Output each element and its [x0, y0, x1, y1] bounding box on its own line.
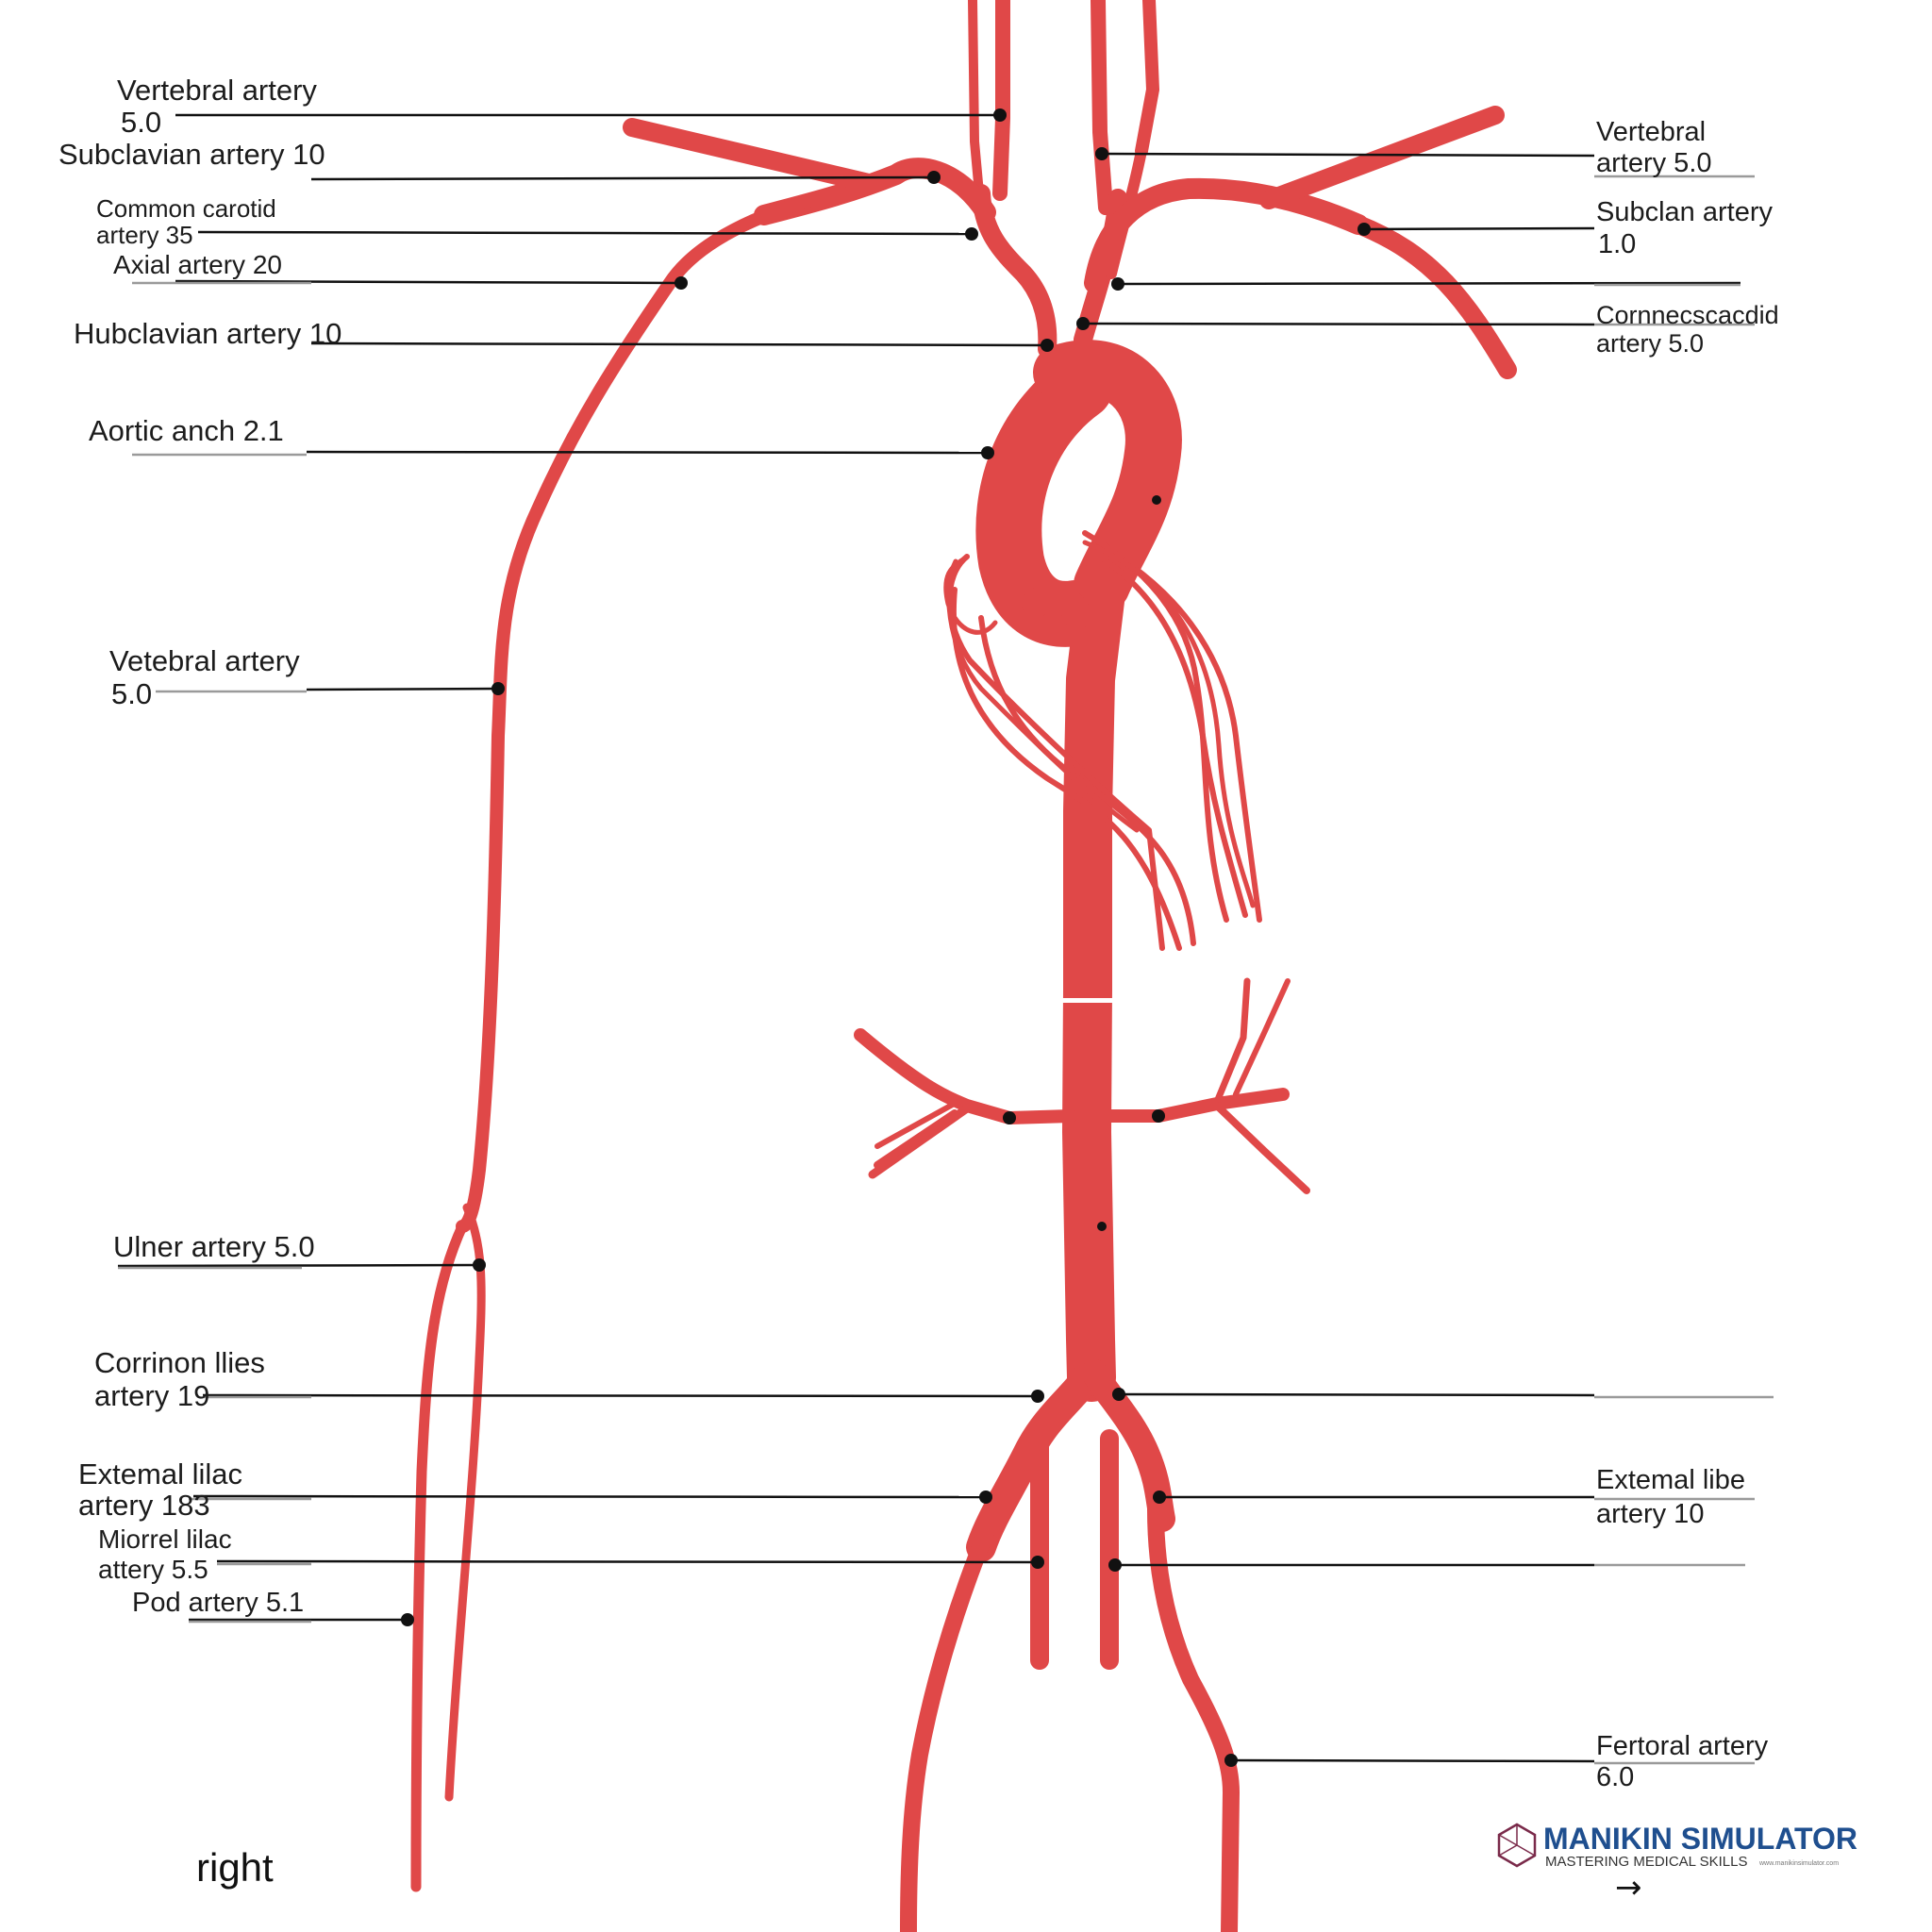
manikin-logo-icon — [1497, 1823, 1537, 1868]
cardiac-hook — [943, 556, 998, 635]
ascending-aorta — [975, 354, 1113, 647]
right-external-iliac — [900, 1524, 994, 1932]
cardiac-vessel-6 — [1129, 563, 1262, 923]
label-common-carotid-right: Cornnecscacdid artery 5.0 — [1596, 301, 1786, 358]
right-vertebral-artery — [968, 0, 984, 198]
arrow-right-icon: → — [1615, 1869, 1642, 1907]
arterial-tree — [410, 0, 1517, 1932]
label-dots — [401, 108, 1371, 1767]
aortic-arch — [1033, 340, 1182, 613]
corner-label-right: right — [196, 1845, 274, 1890]
cardiac-vessel-8 — [1082, 540, 1256, 908]
left-vertebral-artery — [1135, 0, 1159, 158]
watermark: MANIKIN SIMULATOR MASTERING MEDICAL SKIL… — [1497, 1822, 1857, 1907]
left-labels: Vertebral artery 5.0 Subclavian artery 1… — [58, 74, 341, 1618]
label-external-iliac-left: Extemal lilac artery 183 — [78, 1457, 251, 1522]
right-brachial-artery — [456, 193, 818, 1233]
label-aortic-arch: Aortic anch 2.1 — [89, 414, 284, 447]
aorta-band — [1058, 998, 1115, 1003]
left-external-iliac — [1147, 1501, 1240, 1932]
label-external-iliac-right: Extemal libe artery 10 — [1596, 1465, 1753, 1529]
label-common-iliac-left: Corrinon llies artery 19 — [94, 1346, 274, 1412]
left-renal-artery — [1102, 1088, 1290, 1123]
cardiac-vessel-3 — [978, 615, 1196, 946]
right-common-iliac — [966, 1357, 1106, 1562]
label-hubclavian-artery: Hubclavian artery 10 — [74, 317, 341, 350]
left-carotid-upper — [1091, 0, 1113, 215]
left-renal-branch-a — [1213, 977, 1251, 1106]
label-pod-artery: Pod artery 5.1 — [132, 1588, 304, 1618]
label-subclavian-artery: Subclavian artery 10 — [58, 138, 325, 171]
pulmonary-stump — [1022, 583, 1091, 629]
label-vertebral-artery-right: Vertebral artery 5.0 — [1596, 117, 1713, 178]
right-radial-artery — [410, 1221, 468, 1892]
label-internal-iliac-left: Miorrel lilac attery 5.5 — [98, 1524, 239, 1584]
label-vertebral-artery-mid: Vetebral artery 5.0 — [109, 644, 308, 710]
left-shoulder-branch — [1259, 106, 1505, 209]
leader-lines — [117, 113, 1774, 1765]
label-subclavian-artery-right: Subclan artery 1.0 — [1596, 197, 1780, 259]
left-renal-branch-c — [1213, 1102, 1310, 1194]
brand-tagline: MASTERING MEDICAL SKILLS — [1545, 1854, 1748, 1870]
left-arm-artery — [1349, 215, 1517, 379]
right-renal-branch-b — [874, 1109, 958, 1169]
descending-aorta — [1062, 560, 1126, 1402]
right-ulnar-artery — [444, 1203, 486, 1802]
label-axial-artery: Axial artery 20 — [113, 250, 282, 279]
label-vertebral-artery-top: Vertebral artery 5.0 — [117, 74, 325, 139]
right-carotid-upper — [992, 0, 1010, 201]
right-shoulder-branch — [623, 118, 882, 193]
cardiac-vessel-5 — [1096, 554, 1248, 918]
left-subclavian-artery — [1084, 177, 1369, 293]
label-ulnar-artery: Ulner artery 5.0 — [113, 1230, 315, 1263]
label-femoral-artery: Fertoral artery 6.0 — [1596, 1731, 1775, 1792]
right-labels: Vertebral artery 5.0 Subclan artery 1.0 … — [1596, 117, 1786, 1792]
left-renal-branch-b — [1233, 978, 1291, 1097]
brand-url: www.manikinsimulator.com — [1758, 1860, 1839, 1867]
right-renal-branch-c — [874, 1099, 960, 1149]
brand-name: MANIKIN SIMULATOR — [1543, 1822, 1857, 1856]
label-common-carotid: Common carotid artery 35 — [96, 194, 283, 249]
